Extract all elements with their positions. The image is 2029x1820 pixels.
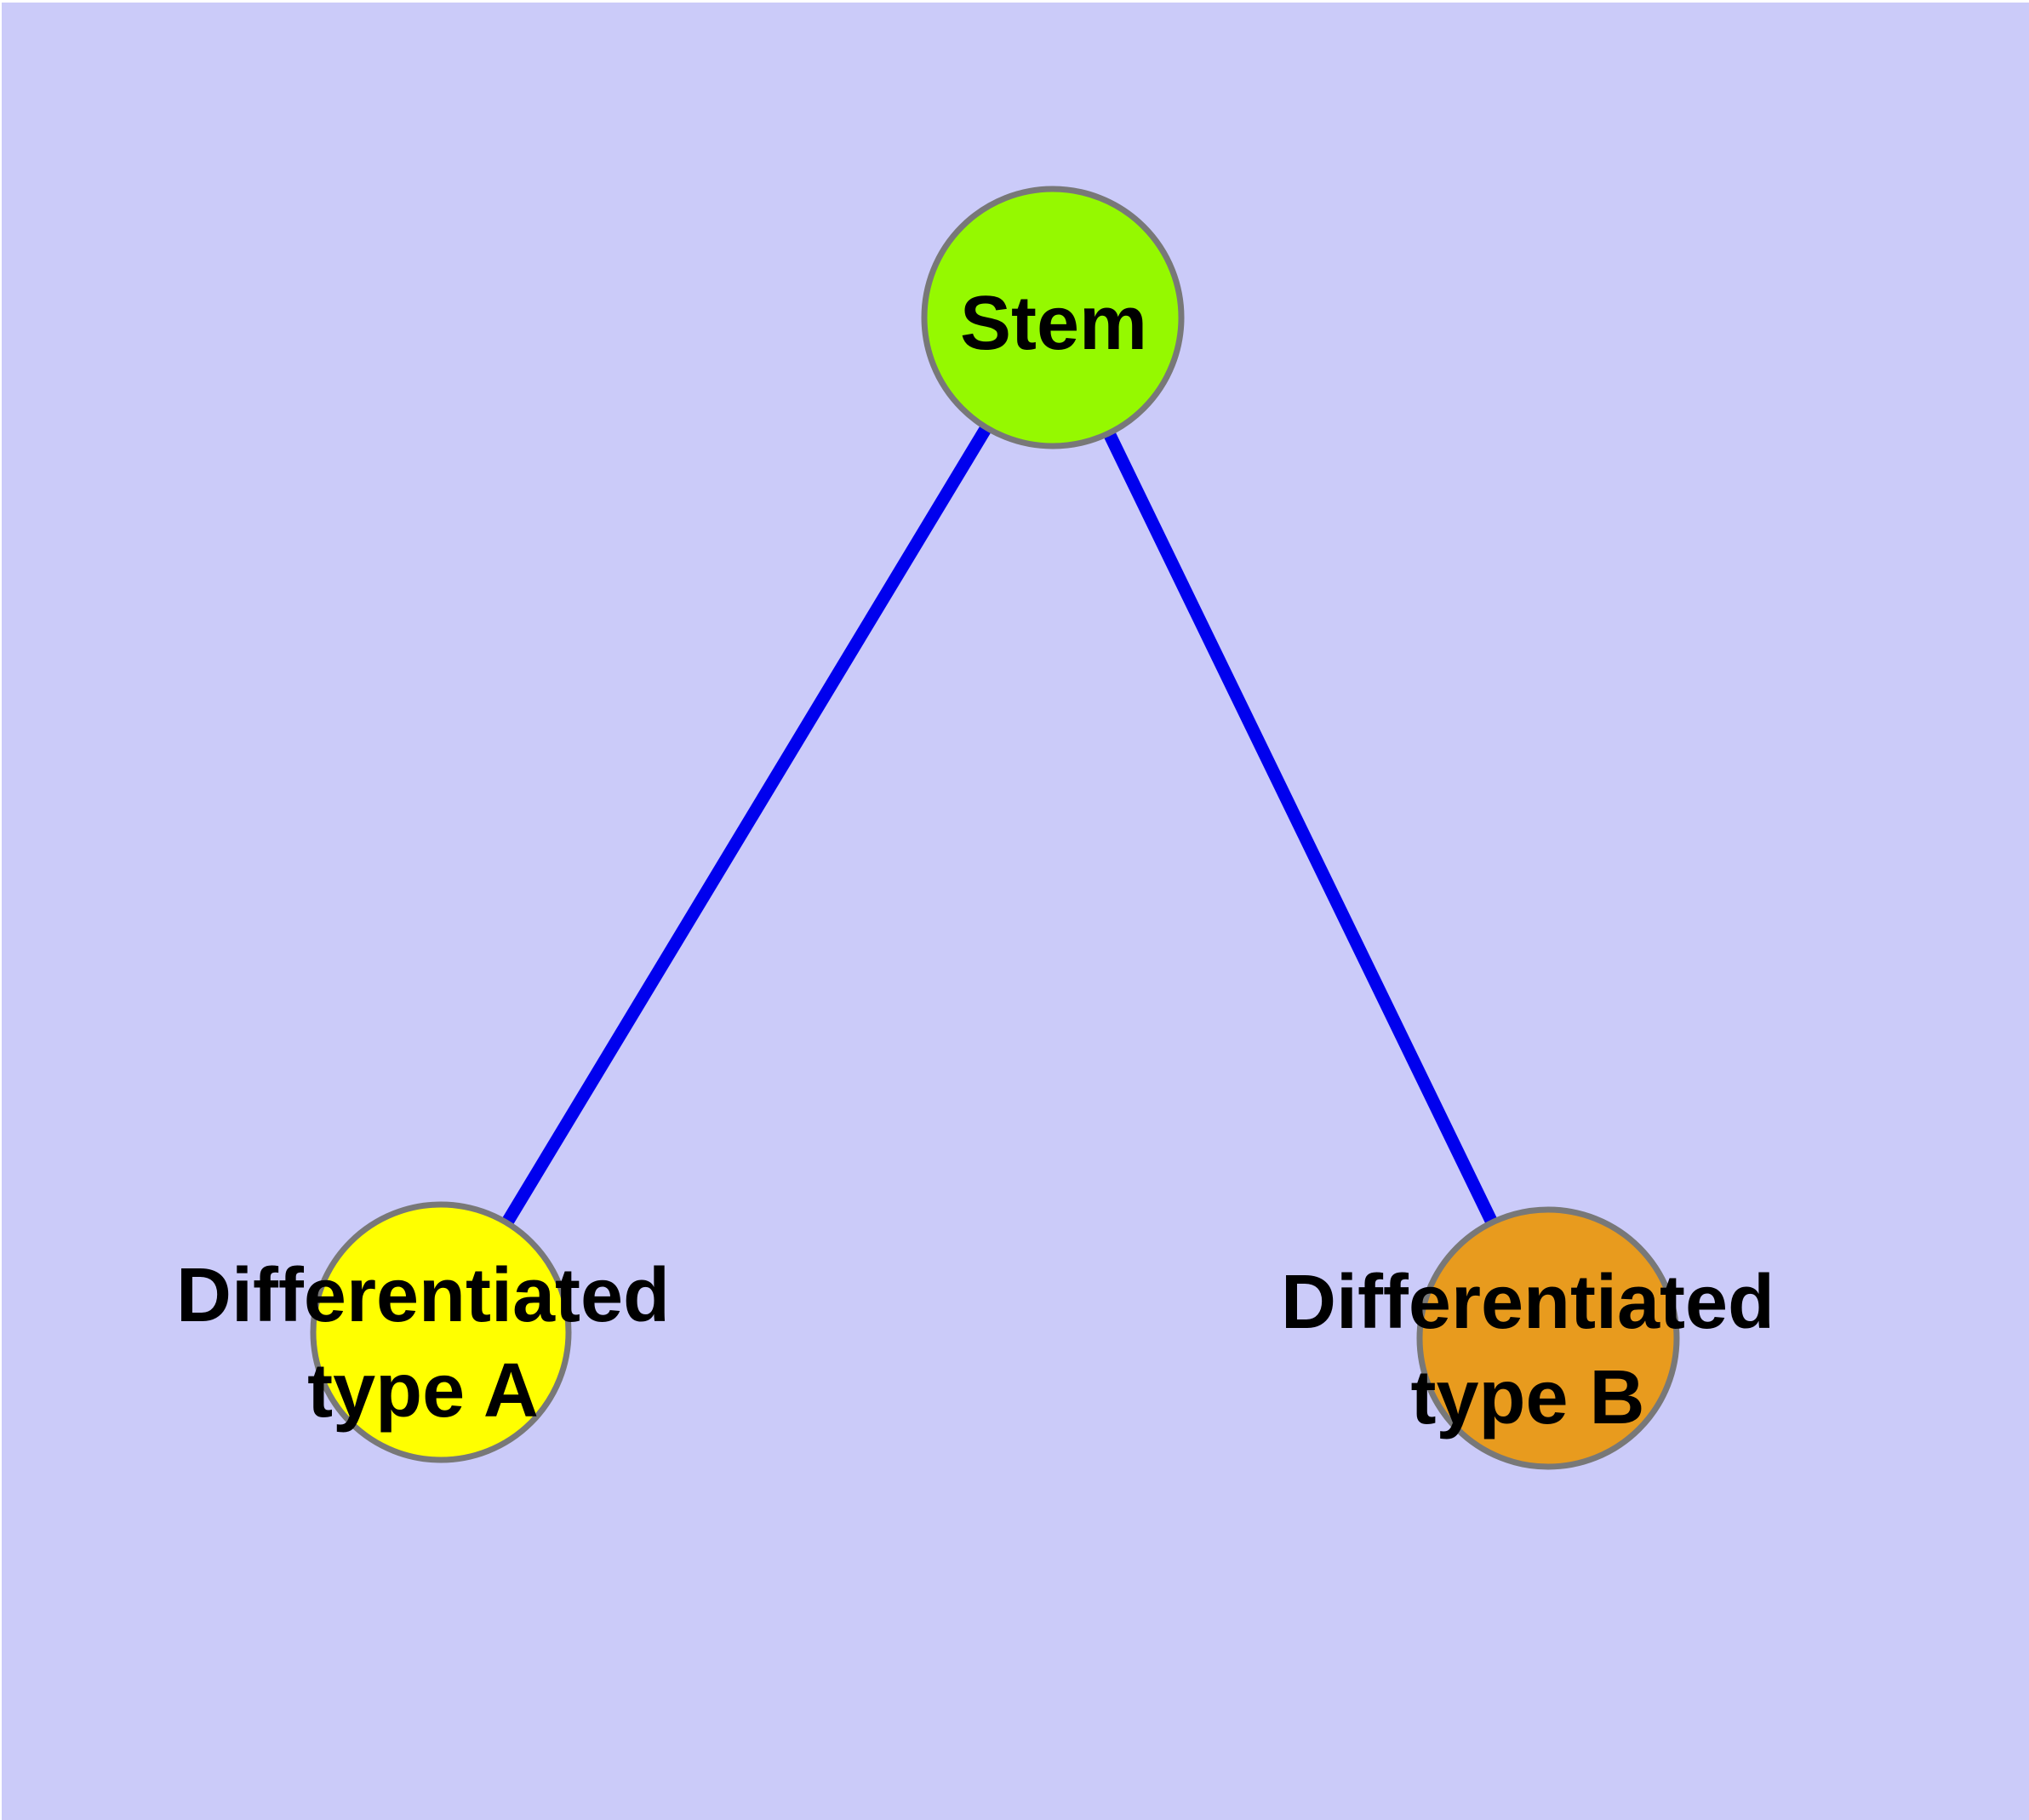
edge-stem-to-type-a — [435, 314, 1059, 1336]
node-type-a-label-line1: Differentiated — [176, 1253, 670, 1338]
node-differentiated-type-b — [1416, 1206, 1680, 1470]
node-type-b-label-line1: Differentiated — [1281, 1260, 1775, 1345]
node-differentiated-type-a — [310, 1201, 572, 1463]
node-type-a-label-line2: type A — [307, 1348, 539, 1434]
edge-stem-to-type-b — [1047, 314, 1554, 1342]
node-stem-label: Stem — [960, 281, 1147, 366]
node-type-b-label-line2: type B — [1410, 1355, 1644, 1440]
node-stem — [921, 186, 1185, 449]
